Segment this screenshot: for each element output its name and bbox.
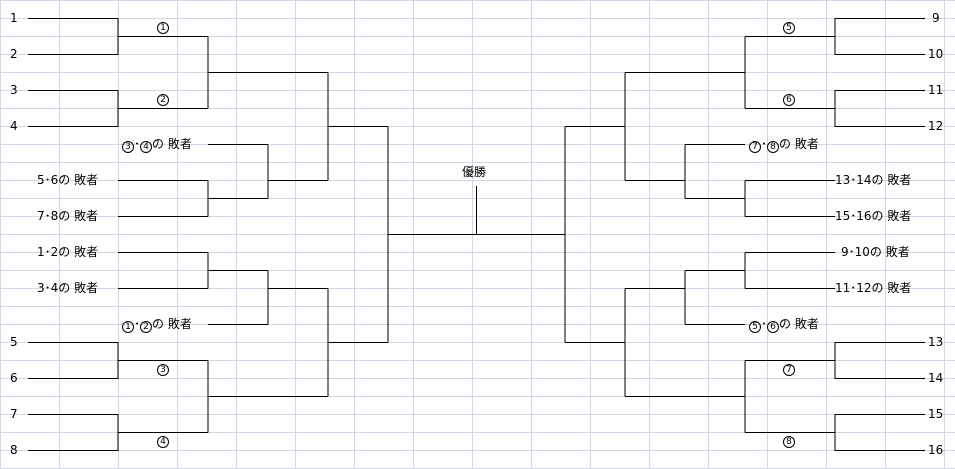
entry-4: 4 [10, 119, 18, 133]
match-3-line [28, 342, 119, 379]
sep: ･ [134, 317, 141, 331]
entry-5: 5 [10, 335, 18, 349]
loser-label-11-12: 11･12の 敗者 [835, 281, 912, 295]
entry-15: 15 [928, 407, 944, 421]
entry-16: 16 [928, 443, 944, 457]
entry-13: 13 [928, 335, 944, 349]
ref-match-8: 8 [767, 141, 780, 153]
entry-11: 11 [928, 83, 944, 97]
suffix: の 敗者 [152, 137, 192, 151]
match-number-5: 5 [783, 22, 795, 34]
match-2-line [28, 90, 119, 127]
ref-match-6: 6 [767, 321, 780, 333]
sep: ･ [134, 137, 141, 151]
entry-8: 8 [10, 443, 18, 457]
entry-10: 10 [928, 47, 944, 61]
ref-match-5: 5 [749, 321, 761, 333]
match-number-4: 4 [157, 436, 169, 448]
loser-label-1-2: 1･2の 敗者 [37, 245, 99, 259]
match-number-3: 3 [157, 364, 169, 376]
suffix: の 敗者 [779, 137, 819, 151]
loser-label-5-6: 5･6の 敗者 [37, 173, 99, 187]
entry-1: 1 [10, 11, 18, 25]
entry-2: 2 [10, 47, 18, 61]
ref-match-7: 7 [749, 141, 761, 153]
loser-label-7-8: 7･8の 敗者 [37, 209, 99, 223]
ref-match-2: 2 [140, 321, 153, 333]
entry-6: 6 [10, 371, 18, 385]
match-5-line [834, 18, 925, 55]
entry-12: 12 [928, 119, 944, 133]
sep: ･ [761, 317, 768, 331]
match-4-line [28, 414, 119, 451]
match-number-6: 6 [783, 94, 795, 106]
match-7-line [834, 342, 925, 379]
suffix: の 敗者 [152, 317, 192, 331]
ref-match-4: 4 [140, 141, 153, 153]
match-8-line [834, 414, 925, 451]
loser-label-15-16: 15･16の 敗者 [835, 209, 912, 223]
suffix: の 敗者 [779, 317, 819, 331]
entry-9: 9 [932, 11, 940, 25]
match-number-7: 7 [783, 364, 795, 376]
entry-7: 7 [10, 407, 18, 421]
sep: ･ [761, 137, 768, 151]
entry-3: 3 [10, 83, 18, 97]
match-number-2: 2 [157, 94, 169, 106]
loser-label-13-14: 13･14の 敗者 [835, 173, 912, 187]
match-6-line [834, 90, 925, 127]
match-number-1: 1 [157, 22, 169, 34]
ref-match-1: 1 [122, 321, 134, 333]
winner-label: 優勝 [462, 165, 487, 179]
ref-match-3: 3 [122, 141, 134, 153]
match-number-8: 8 [783, 436, 795, 448]
entry-14: 14 [928, 371, 944, 385]
loser-label-3-4: 3･4の 敗者 [37, 281, 99, 295]
match-1-line [28, 18, 119, 55]
loser-label-9-10: 9･10の 敗者 [841, 245, 910, 259]
